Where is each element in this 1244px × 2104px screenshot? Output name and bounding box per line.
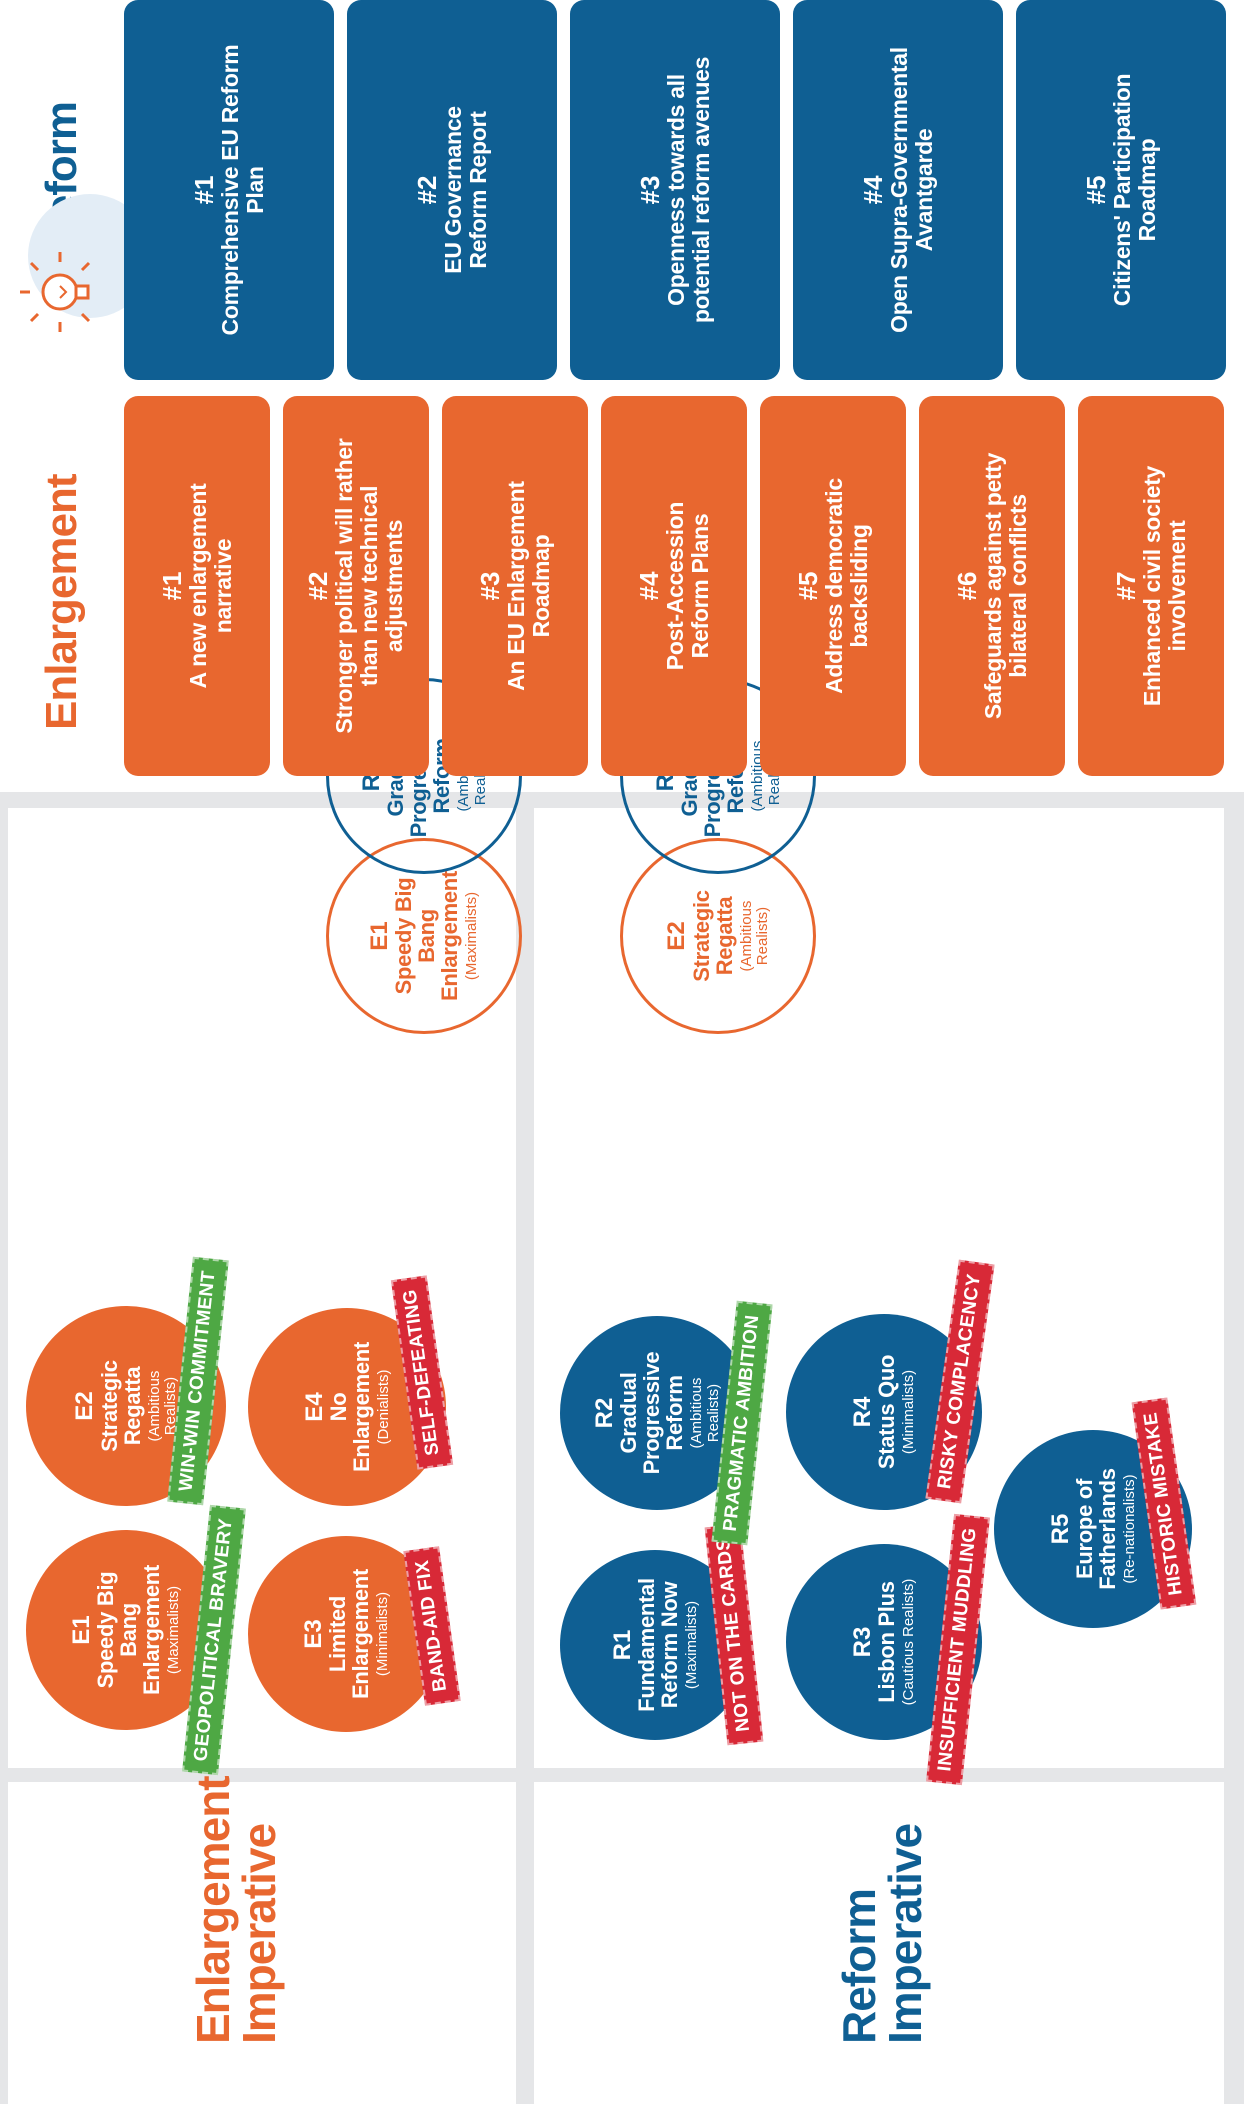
enlargement-rec-5: #5 Address democratic backsliding xyxy=(760,396,906,776)
enlargement-title: Enlargement xyxy=(37,474,86,730)
enlargement-rec-1: #1 A new enlargement narrative xyxy=(124,396,270,776)
band-middle xyxy=(516,792,534,2104)
enlargement-rec-6: #6 Safeguards against petty bilateral co… xyxy=(919,396,1065,776)
reform-rec-4: #4 Open Supra-Governmental Avantgarde xyxy=(793,0,1003,380)
reform-rec-1: #1 Comprehensive EU Reform Plan xyxy=(124,0,334,380)
reform-imperative-title: Reform Imperative xyxy=(833,1823,931,2044)
lightbulb-icon xyxy=(20,194,140,332)
band-left xyxy=(0,792,8,2104)
enlargement-rec-4: #4 Post-Accession Reform Plans xyxy=(601,396,747,776)
reform-rec-5: #5 Citizens' Participation Roadmap xyxy=(1016,0,1226,380)
enlargement-rec-2: #2 Stronger political will rather than n… xyxy=(283,396,429,776)
reform-rec-2: #2 EU Governance Reform Report xyxy=(347,0,557,380)
enlargement-rec-3: #3 An EU Enlargement Roadmap xyxy=(442,396,588,776)
enlargement-rec-7: #7 Enhanced civil society involvement xyxy=(1078,396,1224,776)
reform-rec-3: #3 Openness towards all potential reform… xyxy=(570,0,780,380)
enlargement-imperative-title: Enlargement Imperative xyxy=(187,1776,285,2044)
band-bottom xyxy=(1224,792,1244,2104)
